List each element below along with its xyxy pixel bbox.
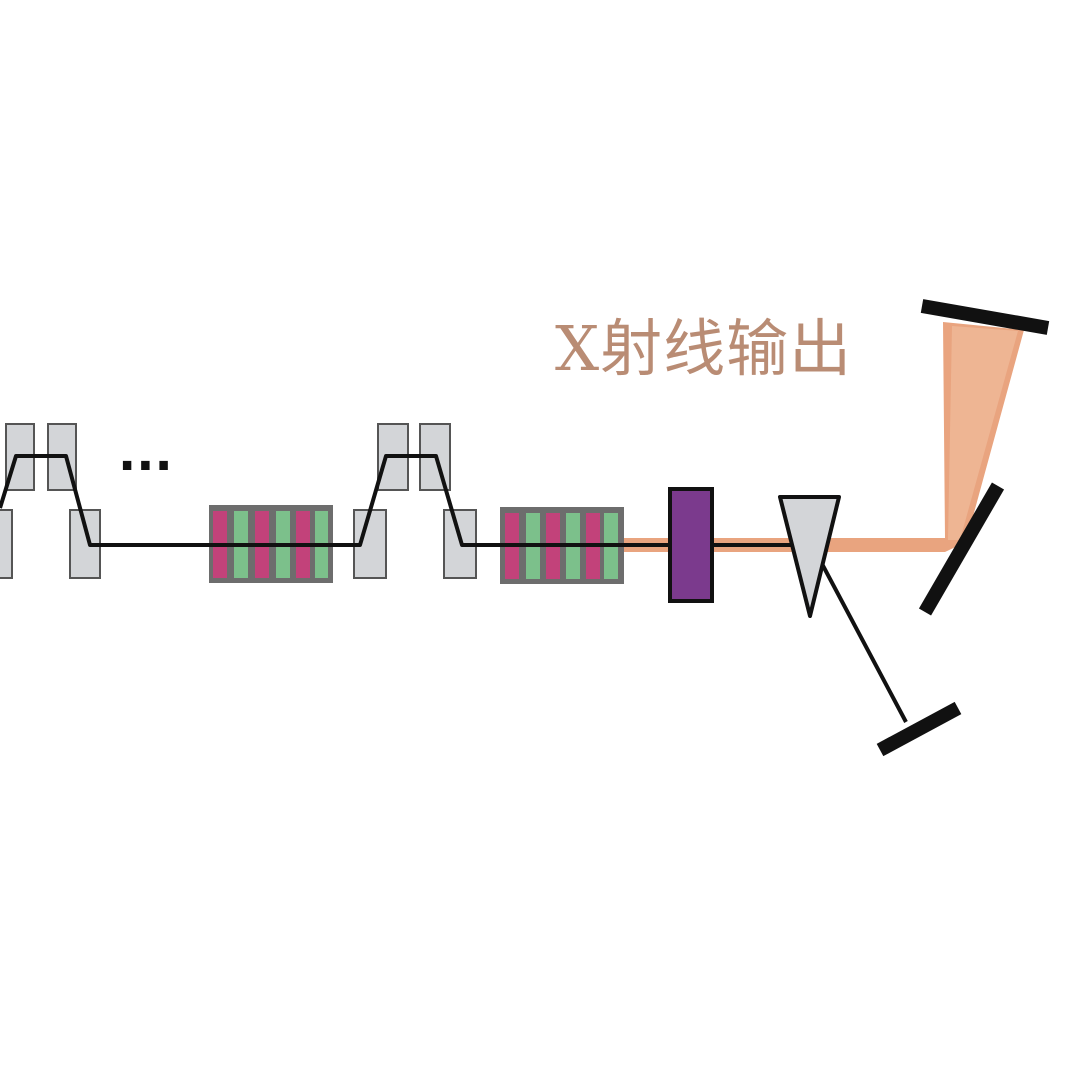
wedge-prism-icon	[778, 495, 841, 618]
xray-output-label: X射线输出	[555, 312, 853, 385]
mirror-icon	[918, 482, 1005, 616]
xray-output-beam	[622, 322, 1024, 552]
chicane-magnet-icon	[0, 509, 13, 579]
ellipsis-dots: ···	[118, 438, 173, 494]
undulator-1-poles	[213, 511, 328, 578]
electron-beam-path	[0, 454, 908, 723]
crystal-filter-icon	[668, 487, 714, 603]
xray-beam-highlight	[948, 326, 1018, 540]
mirror-icon	[920, 299, 1050, 335]
mirror-icon	[876, 701, 962, 757]
